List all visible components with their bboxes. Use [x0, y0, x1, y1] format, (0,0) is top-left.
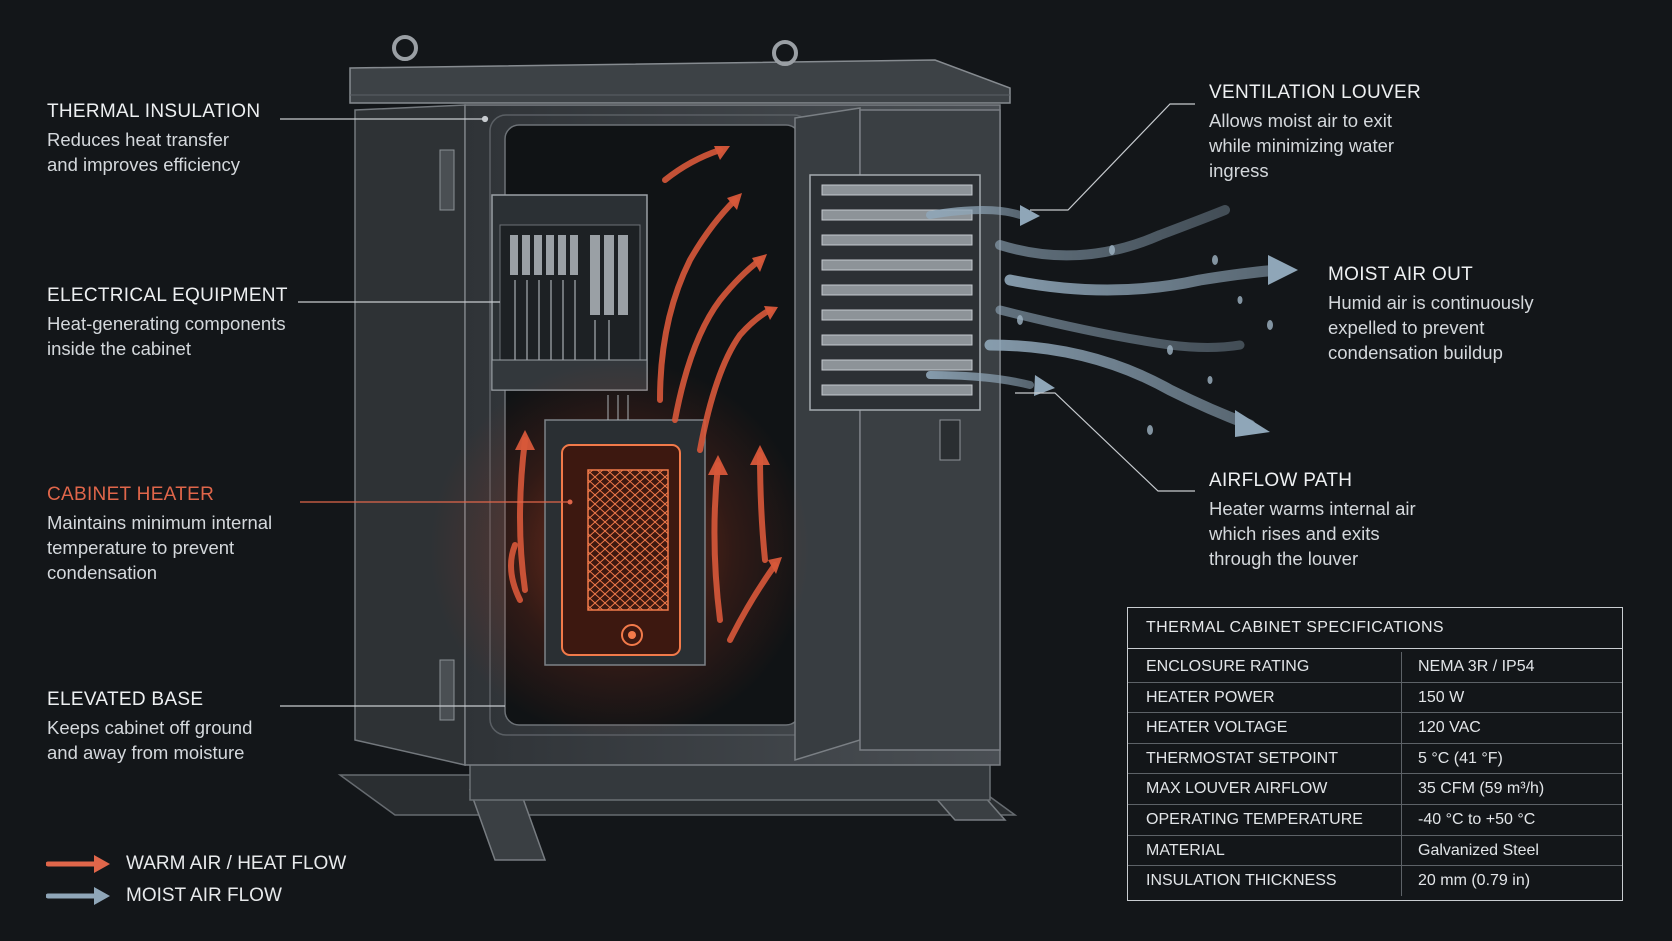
spec-key: THERMOSTAT SETPOINT	[1128, 743, 1402, 774]
leader-lines	[280, 103, 1195, 707]
leader-airflow-path	[1015, 392, 1195, 492]
spec-key: OPERATING TEMPERATURE	[1128, 804, 1402, 835]
spec-value: 20 mm (0.79 in)	[1418, 872, 1531, 890]
spec-value: 35 CFM (59 m³/h)	[1418, 780, 1545, 798]
spec-value: Galvanized Steel	[1418, 841, 1539, 859]
callout-moist-air-out: MOIST AIR OUT Humid air is continuously …	[1328, 264, 1618, 365]
callout-cabinet-heater: CABINET HEATER Maintains minimum interna…	[47, 484, 337, 585]
specs-table: THERMAL CABINET SPECIFICATIONS ENCLOSURE…	[1127, 607, 1623, 901]
spec-key: ENCLOSURE RATING	[1128, 652, 1402, 682]
callout-title: MOIST AIR OUT	[1328, 264, 1474, 285]
callout-title: CABINET HEATER	[47, 484, 215, 505]
table-row: HEATER VOLTAGE 120 VAC	[1128, 712, 1622, 743]
callout-airflow-path: AIRFLOW PATH Heater warms internal air w…	[1209, 470, 1499, 571]
callout-description: Keeps cabinet off ground and away from m…	[47, 717, 253, 763]
legend-item-warm-air: WARM AIR / HEAT FLOW	[46, 848, 346, 880]
callout-description: Heater warms internal air which rises an…	[1209, 498, 1416, 569]
spec-key: MAX LOUVER AIRFLOW	[1128, 774, 1402, 804]
spec-key: MATERIAL	[1128, 835, 1402, 866]
cabinet-roof	[349, 59, 1011, 104]
callout-title: ELEVATED BASE	[47, 689, 204, 710]
heater-thermostat-knob	[621, 624, 643, 646]
warm-air-arrows	[508, 147, 778, 643]
spec-value: NEMA 3R / IP54	[1418, 658, 1535, 675]
table-row: OPERATING TEMPERATURE -40 °C to +50 °C	[1128, 803, 1622, 835]
spec-value: 150 W	[1418, 688, 1465, 706]
callout-title: ELECTRICAL EQUIPMENT	[47, 285, 288, 306]
lifting-eye-left	[392, 35, 418, 61]
callout-description: Heat-generating components inside the ca…	[47, 313, 286, 359]
callout-title: AIRFLOW PATH	[1209, 470, 1353, 491]
callout-title: THERMAL INSULATION	[47, 101, 261, 122]
leader-ventilation-louver	[1030, 103, 1195, 211]
moist-air-streams	[926, 205, 1286, 431]
table-row: MAX LOUVER AIRFLOW 35 CFM (59 m³/h)	[1128, 773, 1622, 804]
callout-thermal-insulation: THERMAL INSULATION Reduces heat transfer…	[47, 101, 337, 177]
lifting-eye-right	[772, 40, 798, 66]
callout-description: Reduces heat transfer and improves effic…	[47, 129, 240, 175]
callout-elevated-base: ELEVATED BASE Keeps cabinet off ground a…	[47, 689, 337, 765]
callout-title: VENTILATION LOUVER	[1209, 82, 1421, 103]
table-row: ENCLOSURE RATING NEMA 3R / IP54	[1128, 652, 1622, 682]
callout-description: Humid air is continuously expelled to pr…	[1328, 292, 1534, 363]
legend-label: MOIST AIR FLOW	[126, 885, 282, 906]
specs-title: THERMAL CABINET SPECIFICATIONS	[1128, 608, 1622, 649]
callout-description: Maintains minimum internal temperature t…	[47, 512, 273, 583]
legend-label: WARM AIR / HEAT FLOW	[126, 853, 347, 874]
spec-value: -40 °C to +50 °C	[1418, 810, 1536, 828]
spec-key: HEATER VOLTAGE	[1128, 713, 1402, 743]
specs-body: ENCLOSURE RATING NEMA 3R / IP54 HEATER PO…	[1128, 649, 1622, 900]
elevated-base	[337, 759, 1018, 861]
ventilation-louver	[809, 174, 981, 411]
spec-value: 120 VAC	[1418, 719, 1481, 737]
spec-key: INSULATION THICKNESS	[1128, 866, 1402, 896]
spec-value: 5 °C (41 °F)	[1418, 749, 1503, 767]
table-row: HEATER POWER 150 W	[1128, 681, 1622, 713]
table-row: INSULATION THICKNESS 20 mm (0.79 in)	[1128, 865, 1622, 896]
callout-ventilation-louver: VENTILATION LOUVER Allows moist air to e…	[1209, 82, 1499, 183]
warm-arrow-icon	[46, 855, 110, 873]
callout-description: Allows moist air to exit while minimizin…	[1209, 110, 1395, 181]
legend-item-moist-air: MOIST AIR FLOW	[46, 880, 346, 912]
callout-electrical-equipment: ELECTRICAL EQUIPMENT Heat-generating com…	[47, 285, 337, 361]
spec-key: HEATER POWER	[1128, 682, 1402, 713]
electrical-equipment	[491, 194, 648, 391]
moist-arrow-icon	[46, 887, 110, 905]
cabinet-heater	[430, 360, 810, 740]
table-row: THERMOSTAT SETPOINT 5 °C (41 °F)	[1128, 742, 1622, 774]
legend: WARM AIR / HEAT FLOW MOIST AIR FLOW	[46, 848, 346, 912]
table-row: MATERIAL Galvanized Steel	[1128, 834, 1622, 866]
